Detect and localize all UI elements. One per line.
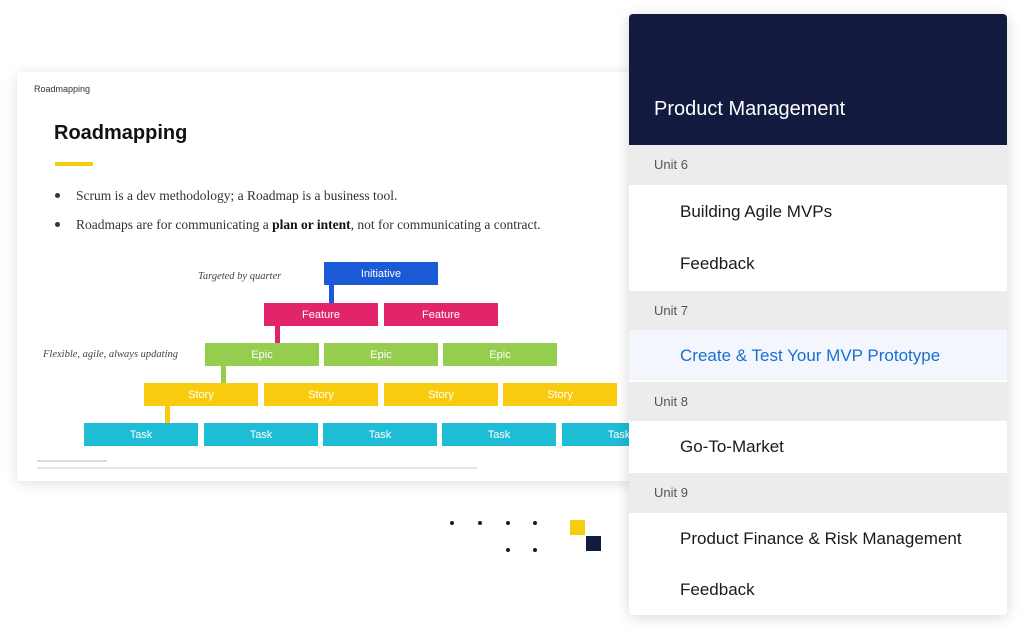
slide-footer-line — [37, 460, 107, 462]
decor-dot — [506, 521, 510, 525]
bullet-dot-icon — [55, 222, 60, 228]
roadmap-slide: Roadmapping Roadmapping Scrum is a dev m… — [17, 72, 657, 481]
decor-navy-square — [586, 536, 601, 551]
lesson-item[interactable]: Building Agile MVPs — [629, 186, 1007, 236]
slide-footer-line — [37, 467, 477, 469]
unit-header: Unit 6 — [629, 145, 1007, 185]
course-title: Product Management — [654, 98, 846, 120]
unit-header: Unit 8 — [629, 382, 1007, 422]
story-box: Story — [264, 383, 378, 406]
story-box: Story — [503, 383, 617, 406]
lesson-label: Product Finance & Risk Management — [680, 529, 962, 548]
annotation-targeted-by-quarter: Targeted by quarter — [198, 271, 282, 282]
bullet-1-text: Scrum is a dev methodology; a Roadmap is… — [76, 188, 398, 203]
title-underline — [55, 162, 93, 166]
task-box: Task — [84, 423, 198, 446]
decor-dot — [533, 548, 537, 552]
feature-box: Feature — [384, 303, 498, 326]
task-box: Task — [204, 423, 318, 446]
bullet-1: Scrum is a dev methodology; a Roadmap is… — [55, 188, 397, 204]
bullet-2-text-bold: plan or intent — [272, 217, 351, 232]
epic-connector — [221, 362, 226, 387]
story-connector — [165, 402, 170, 427]
unit-header: Unit 9 — [629, 473, 1007, 513]
epic-box: Epic — [324, 343, 438, 366]
bullet-dot-icon — [55, 193, 60, 199]
initiative-box: Initiative — [324, 262, 438, 285]
decor-dot — [506, 548, 510, 552]
decor-dot — [533, 521, 537, 525]
unit-label: Unit 8 — [654, 394, 688, 409]
bullet-2-text-pre: Roadmaps are for communicating a — [76, 217, 273, 232]
epic-box: Epic — [443, 343, 557, 366]
lesson-label: Building Agile MVPs — [680, 202, 833, 221]
unit-label: Unit 6 — [654, 157, 688, 172]
slide-title: Roadmapping — [54, 122, 188, 144]
annotation-flexible: Flexible, agile, always updating — [43, 349, 179, 360]
story-box: Story — [384, 383, 498, 406]
unit-label: Unit 9 — [654, 485, 688, 500]
decor-yellow-square — [570, 520, 585, 535]
initiative-connector — [329, 284, 334, 306]
panel-header: Product Management — [629, 14, 1007, 145]
lesson-item-active[interactable]: Create & Test Your MVP Prototype — [629, 330, 1007, 380]
bullet-2-text-post: , not for communicating a contract. — [350, 217, 541, 232]
feature-connector — [275, 322, 280, 347]
story-box: Story — [144, 383, 258, 406]
unit-header: Unit 7 — [629, 291, 1007, 331]
lesson-item[interactable]: Feedback — [629, 238, 1007, 288]
task-box: Task — [323, 423, 437, 446]
task-box: Task — [442, 423, 556, 446]
slide-label: Roadmapping — [34, 84, 91, 94]
lesson-label: Feedback — [680, 254, 755, 273]
lesson-item[interactable]: Product Finance & Risk Management — [629, 513, 1007, 563]
lesson-label: Create & Test Your MVP Prototype — [680, 346, 941, 365]
epic-box: Epic — [205, 343, 319, 366]
lesson-item[interactable]: Go-To-Market — [629, 421, 1007, 471]
decor-dot — [478, 521, 482, 525]
unit-label: Unit 7 — [654, 303, 688, 318]
feature-box: Feature — [264, 303, 378, 326]
course-outline-panel: Product Management Unit 6 Building Agile… — [629, 14, 1007, 615]
lesson-item[interactable]: Feedback — [629, 564, 1007, 614]
lesson-label: Go-To-Market — [680, 437, 784, 456]
lesson-label: Feedback — [680, 580, 755, 599]
bullet-2: Roadmaps are for communicating a plan or… — [55, 217, 541, 233]
decor-dot — [450, 521, 454, 525]
